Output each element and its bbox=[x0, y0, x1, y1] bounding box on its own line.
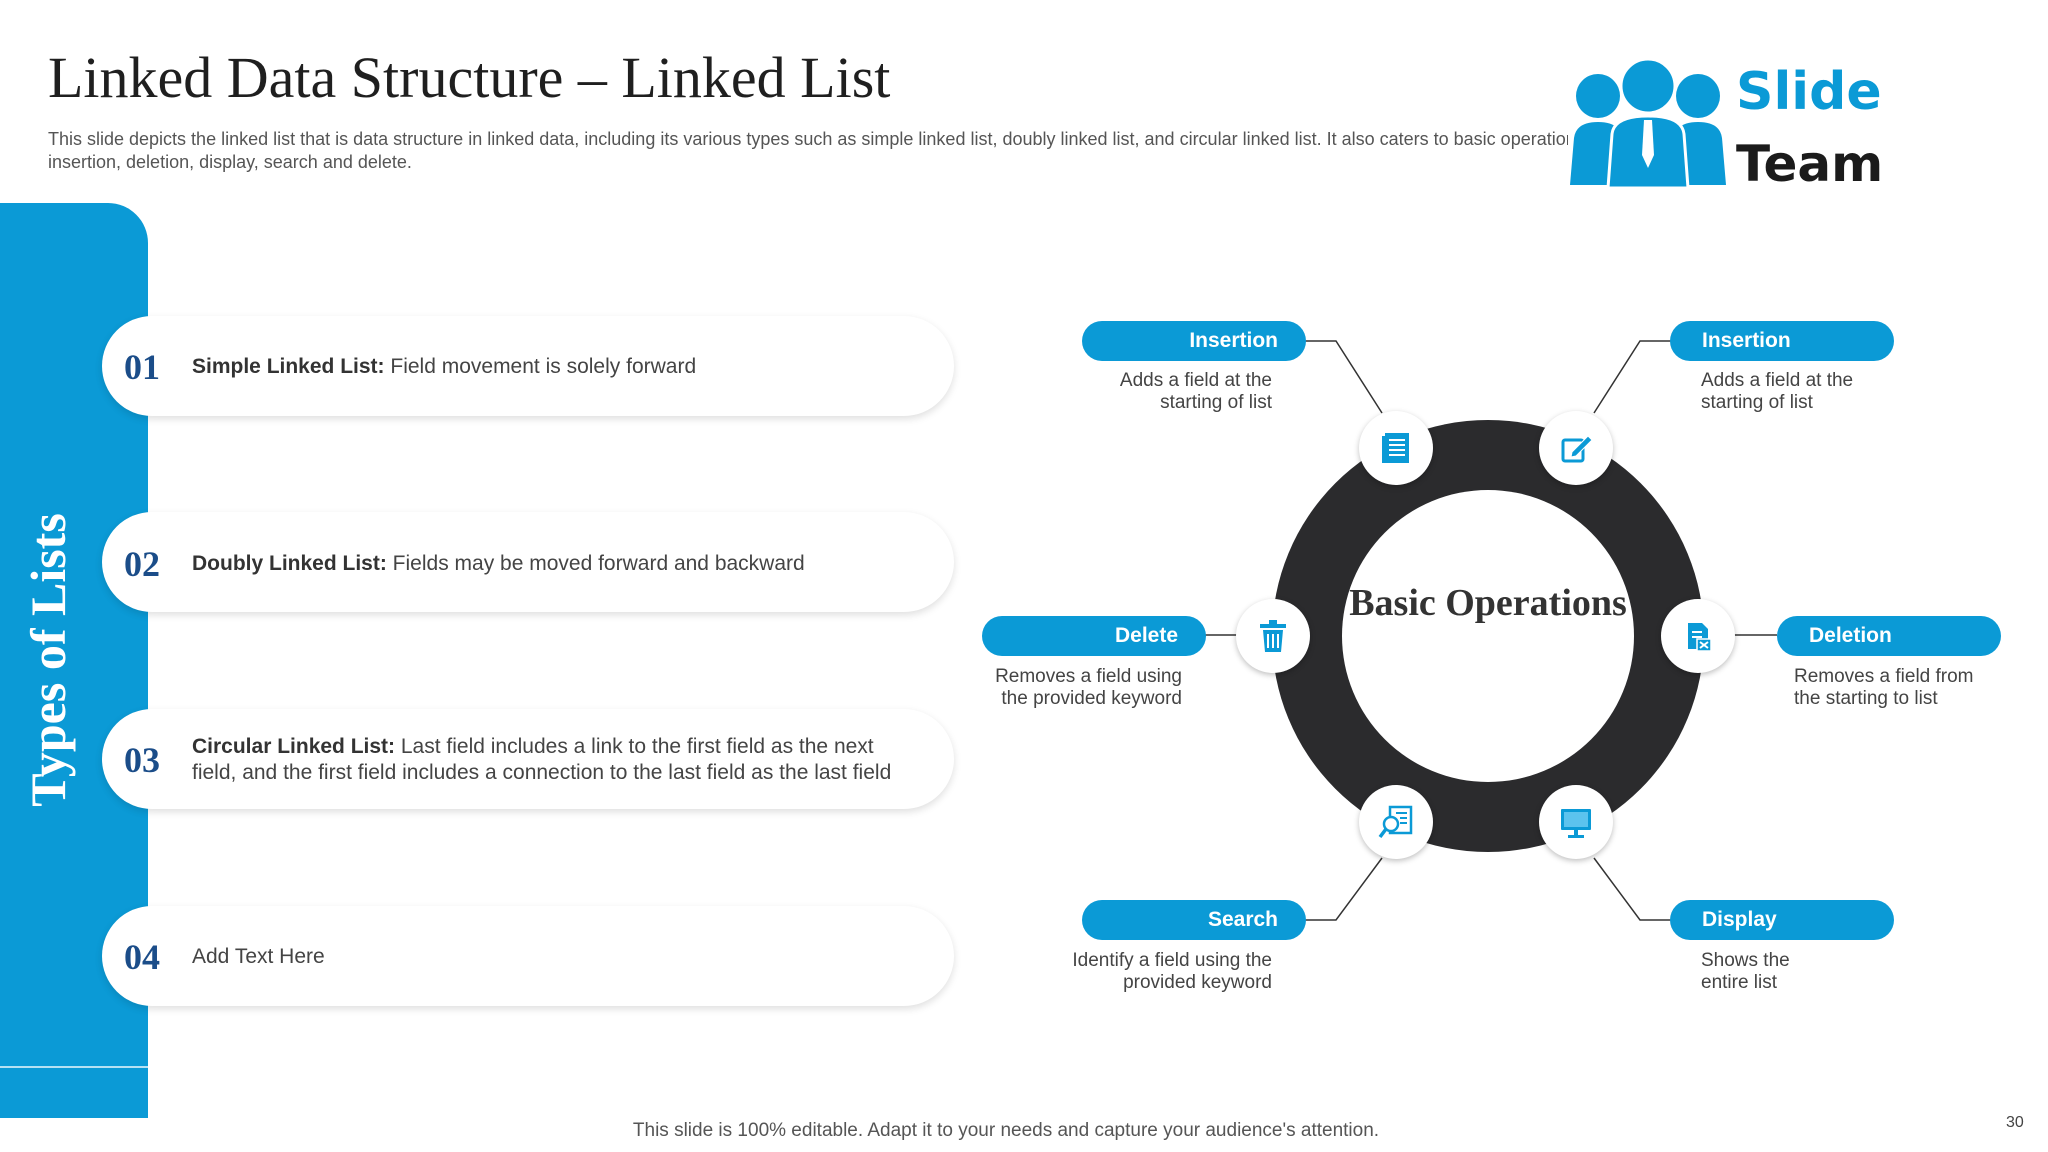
search-icon bbox=[1378, 805, 1413, 839]
op-label-insertion-left: Insertion bbox=[1082, 321, 1306, 361]
list-item-add-text bbox=[102, 906, 954, 1006]
list-item-body: Add Text Here bbox=[192, 945, 325, 968]
op-label-deletion: Deletion bbox=[1777, 616, 2001, 656]
op-desc-insertion-left: Adds a field at the starting of list bbox=[1119, 370, 1272, 413]
footer-note: This slide is 100% editable. Adapt it to… bbox=[632, 1120, 1380, 1141]
list-number: 02 bbox=[124, 544, 160, 584]
list-item-text: Doubly Linked List: Fields may be moved … bbox=[192, 551, 912, 577]
op-label-search: Search bbox=[1082, 900, 1306, 940]
list-item-heading: Simple Linked List: bbox=[192, 355, 385, 378]
op-desc-deletion: Removes a field from the starting to lis… bbox=[1794, 666, 1974, 709]
document-icon bbox=[1382, 433, 1409, 463]
list-item-heading: Circular Linked List: bbox=[192, 735, 396, 758]
list-item-heading: Doubly Linked List: bbox=[192, 552, 387, 575]
node-delete bbox=[1236, 599, 1310, 673]
list-item-body: Field movement is solely forward bbox=[384, 355, 697, 378]
op-desc-delete: Removes a field using the provided keywo… bbox=[995, 666, 1182, 709]
node-insertion-left bbox=[1359, 411, 1433, 485]
node-search bbox=[1359, 785, 1433, 859]
list-item-body: Fields may be moved forward and backward bbox=[386, 552, 805, 575]
edit-icon bbox=[1561, 435, 1593, 463]
slide-subtitle: This slide depicts the linked list that … bbox=[48, 129, 1884, 172]
list-number: 04 bbox=[124, 937, 160, 977]
list-number: 03 bbox=[124, 740, 160, 780]
logo-text-slide: Slide bbox=[1736, 62, 1882, 122]
center-label: Basic Operations bbox=[1349, 582, 1627, 624]
page-number: 30 bbox=[2006, 1114, 2024, 1131]
list-item-text: Simple Linked List: Field movement is so… bbox=[192, 354, 912, 380]
list-item-body: Last field includes a link to the first … bbox=[192, 735, 892, 784]
op-desc-insertion-right: Adds a field at the starting of list bbox=[1701, 370, 1854, 413]
list-item-simple bbox=[102, 316, 954, 416]
slideteam-logo: Slide Team bbox=[1568, 52, 1888, 192]
monitor-icon bbox=[1561, 809, 1591, 838]
list-item-doubly bbox=[102, 512, 954, 612]
op-label-display: Display bbox=[1670, 900, 1894, 940]
list-item-circular bbox=[102, 709, 954, 809]
operations-center bbox=[1342, 490, 1634, 782]
node-deletion bbox=[1661, 599, 1735, 673]
op-desc-display: Shows the entire list bbox=[1701, 950, 1790, 993]
sidebar-divider bbox=[0, 1066, 148, 1068]
delete-doc-icon bbox=[1688, 623, 1712, 652]
logo-text-team: Team bbox=[1736, 135, 1884, 193]
node-display bbox=[1539, 785, 1613, 859]
op-desc-search: Identify a field using the provided keyw… bbox=[1072, 950, 1272, 993]
op-label-delete: Delete bbox=[982, 616, 1206, 656]
people-logo-icon bbox=[1570, 60, 1726, 190]
slide-title: Linked Data Structure – Linked List bbox=[48, 45, 891, 110]
list-item-text: Circular Linked List: Last field include… bbox=[192, 734, 912, 786]
op-label-insertion-right: Insertion bbox=[1670, 321, 1894, 361]
node-insertion-right bbox=[1539, 411, 1613, 485]
trash-icon bbox=[1260, 620, 1286, 652]
list-number: 01 bbox=[124, 347, 160, 387]
list-item-text: Add Text Here bbox=[192, 944, 912, 970]
